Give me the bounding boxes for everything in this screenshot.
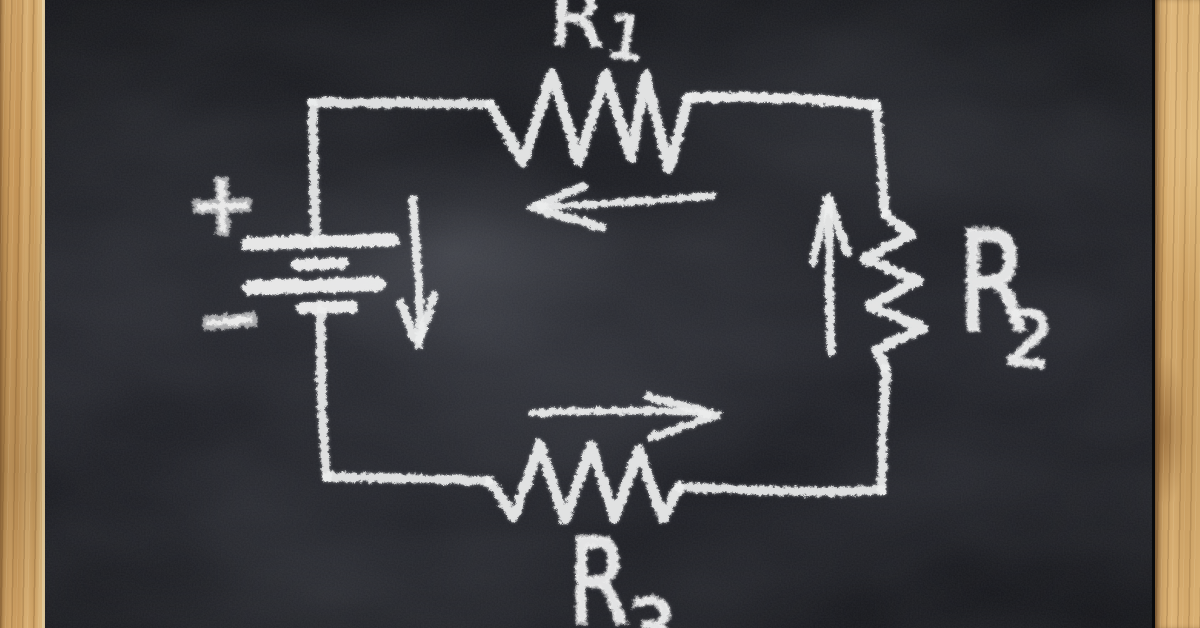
wire-left-vertical-bottom bbox=[315, 304, 331, 481]
resistor-r2 bbox=[859, 208, 927, 372]
battery-negative-sign: − bbox=[194, 273, 263, 364]
resistor-r3 bbox=[484, 439, 683, 524]
resistor-r1 bbox=[484, 67, 692, 173]
arrow-shaft bbox=[527, 406, 712, 417]
battery-plate-long-lower bbox=[242, 276, 385, 294]
current-arrow-up bbox=[808, 192, 851, 355]
battery-plate-long-top bbox=[239, 232, 399, 250]
resistor-r2-zigzag bbox=[859, 208, 927, 372]
battery-positive-sign: + bbox=[185, 155, 257, 252]
arrow-head bbox=[808, 192, 851, 265]
arrow-head bbox=[527, 181, 605, 230]
resistor-r1-label: R bbox=[548, 0, 605, 64]
wire-left-vertical-top bbox=[307, 96, 320, 245]
arrow-head bbox=[396, 290, 437, 349]
current-arrow-down bbox=[396, 194, 437, 349]
battery-plate-short-upper bbox=[290, 256, 348, 270]
resistor-r3-zigzag bbox=[484, 439, 683, 524]
wire-right-vertical-top bbox=[870, 99, 889, 218]
arrow-shaft bbox=[824, 196, 834, 355]
wire-right-vertical-bottom bbox=[876, 362, 890, 494]
battery-symbol bbox=[239, 232, 399, 313]
resistor-r3-label-subscript: 3 bbox=[626, 584, 676, 628]
current-arrow-right bbox=[527, 392, 721, 441]
wire-loop bbox=[307, 91, 890, 496]
resistor-r2-label: R bbox=[957, 201, 1028, 362]
wood-frame-right bbox=[1152, 0, 1200, 628]
resistor-r2-label-subscript: 2 bbox=[1000, 292, 1056, 385]
wire-top-left bbox=[307, 96, 494, 108]
resistor-r1-zigzag bbox=[484, 67, 692, 173]
wire-top-right bbox=[682, 91, 880, 109]
current-arrow-left bbox=[527, 181, 716, 230]
battery-plate-short-bottom bbox=[295, 300, 357, 313]
arrow-head bbox=[644, 392, 721, 441]
resistor-r3-label: R bbox=[568, 513, 628, 628]
wood-frame-left bbox=[0, 0, 45, 628]
wire-bottom-left bbox=[321, 471, 494, 485]
arrow-shaft bbox=[534, 191, 716, 210]
wire-bottom-right bbox=[673, 481, 886, 496]
